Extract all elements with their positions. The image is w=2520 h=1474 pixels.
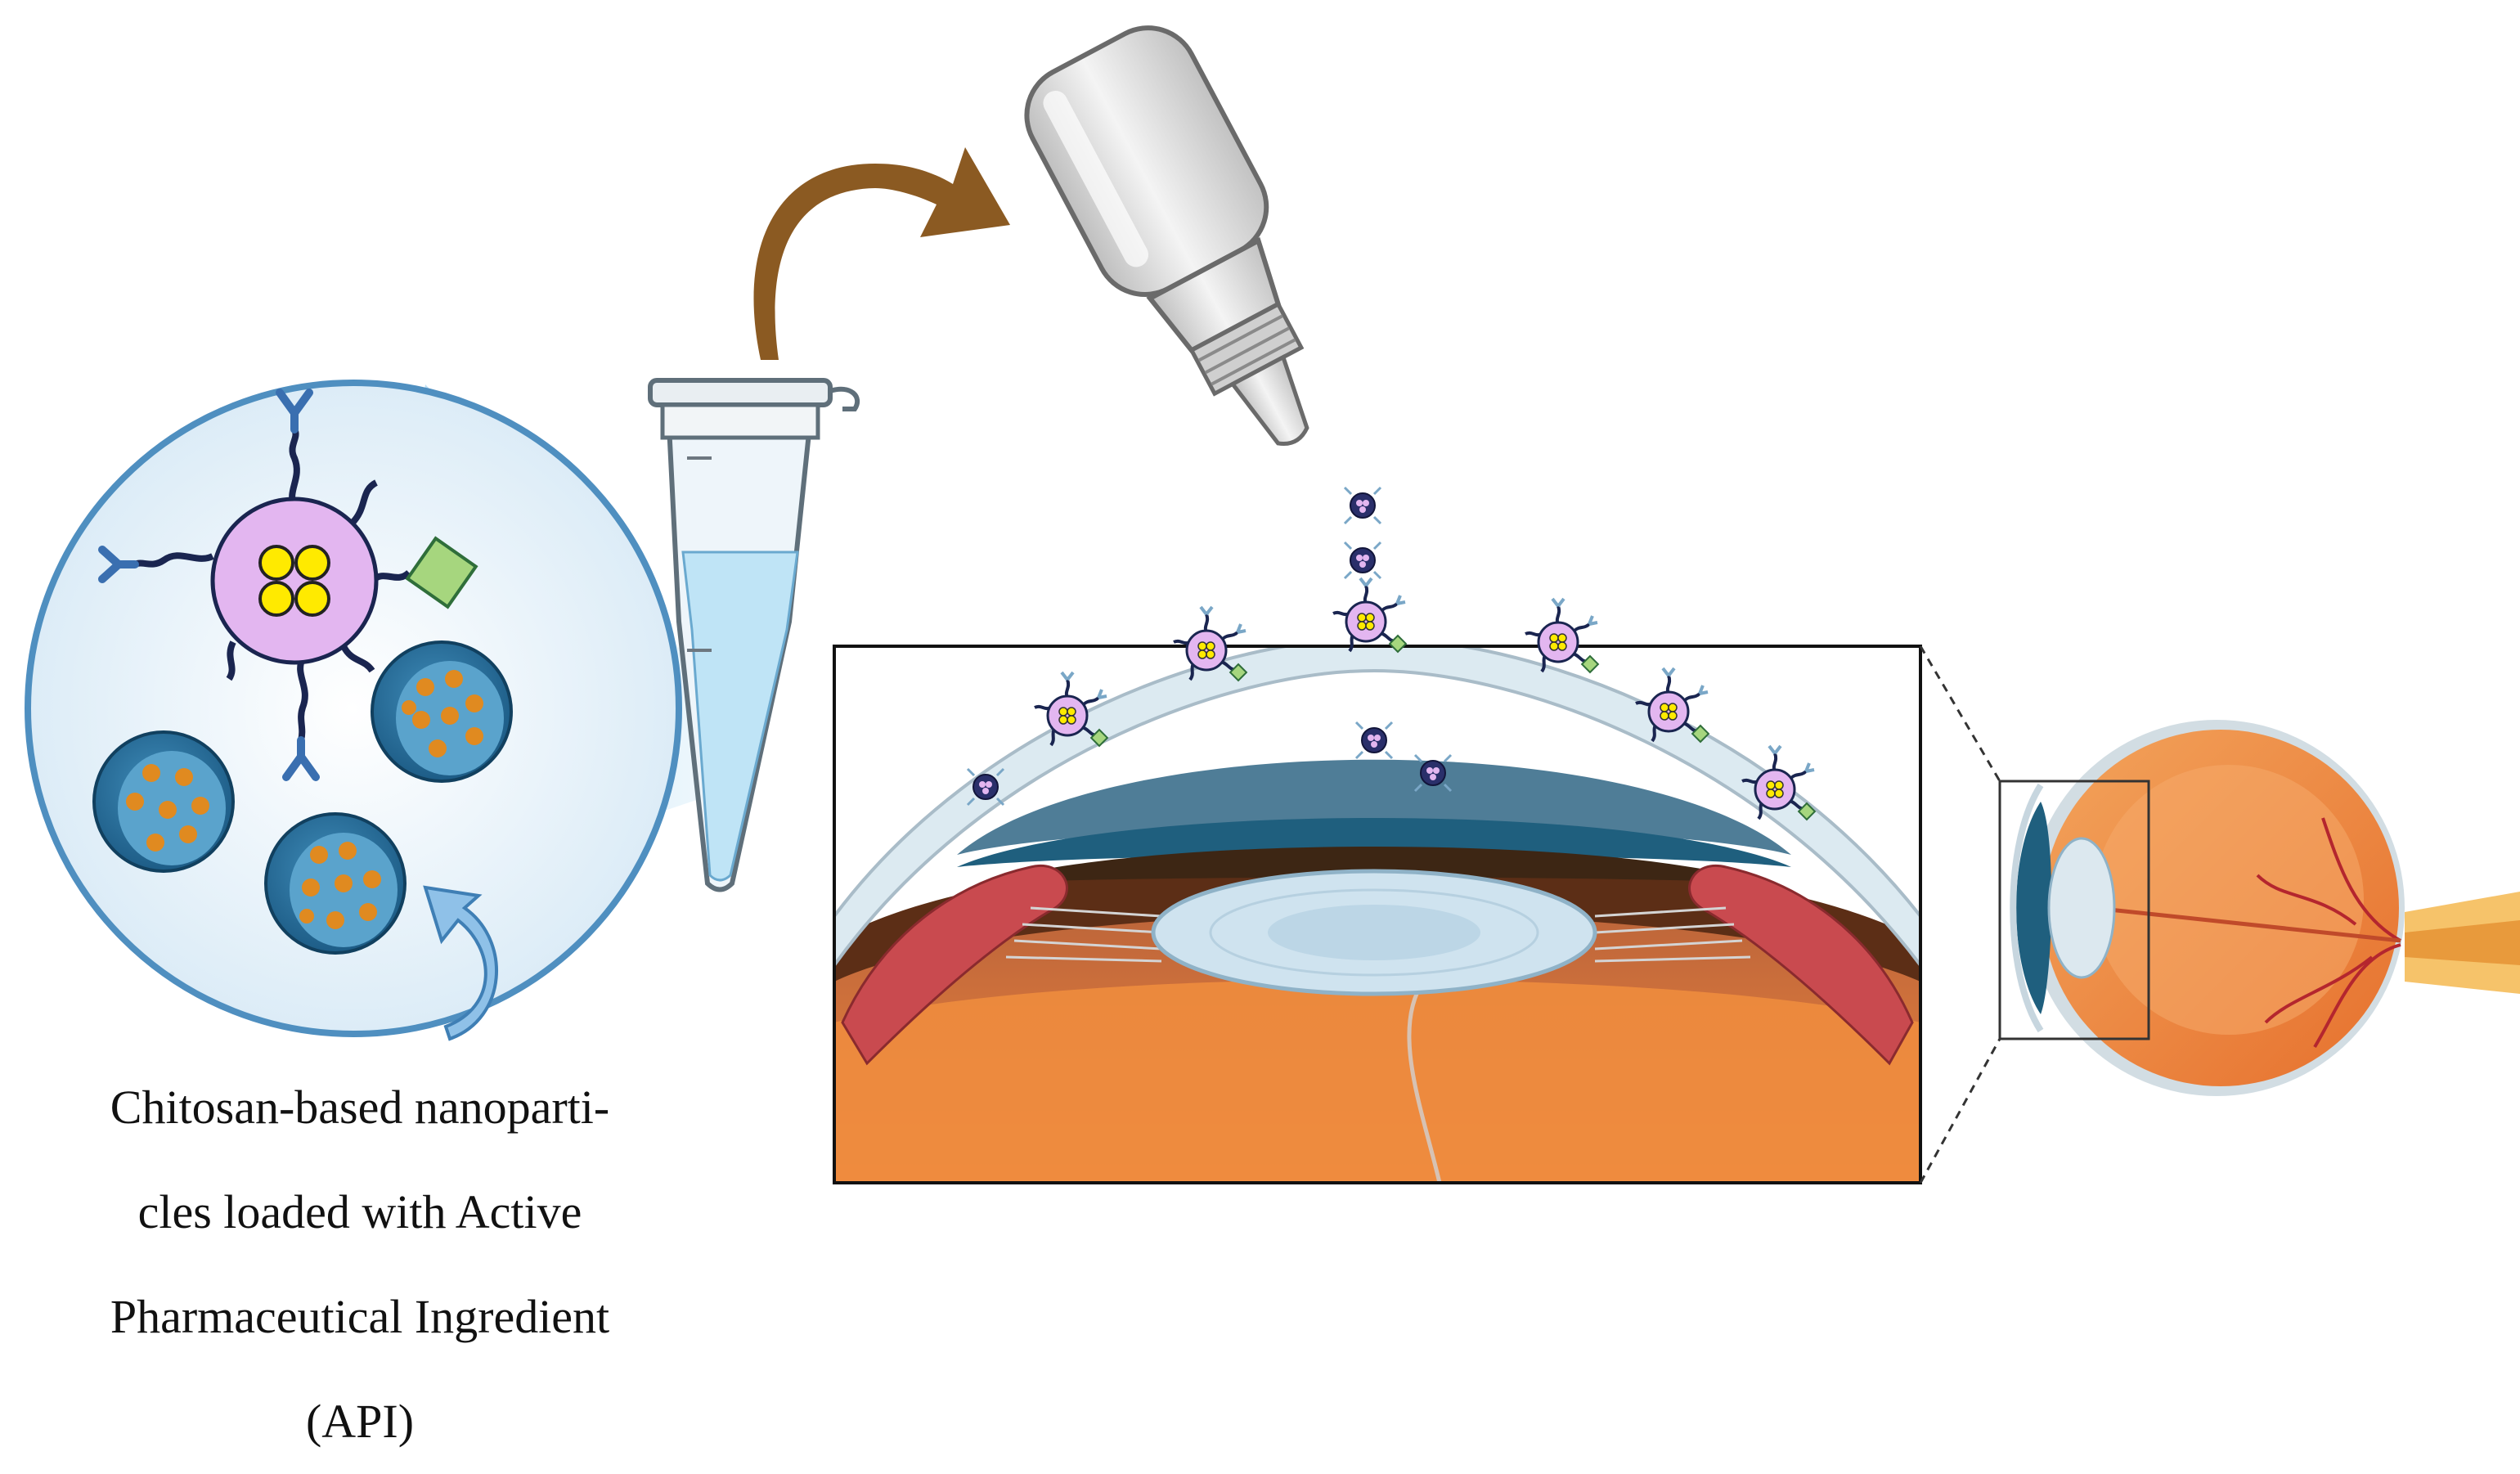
eye-drop-bottle-icon	[1024, 25, 1309, 446]
rotate-arrow-icon	[423, 885, 498, 1041]
chitosan-nanoparticle-icon	[92, 730, 235, 873]
caption-line: Chitosan-based nanoparti-	[110, 1081, 610, 1134]
chitosan-nanoparticle-icon	[264, 812, 407, 955]
zoom-line	[1919, 645, 2001, 782]
zoom-circle	[25, 380, 682, 1037]
caption-line: (API)	[305, 1395, 415, 1448]
nanoparticle-caption: Chitosan-based nanoparti- cles loaded wi…	[25, 1055, 695, 1474]
whole-eye-icon	[1998, 720, 2520, 1096]
functionalized-nanoparticle-icon	[98, 389, 478, 781]
caption-line: Pharmaceutical Ingredient	[110, 1290, 610, 1343]
caption-line: cles loaded with Active	[137, 1185, 582, 1238]
curved-arrow-icon	[753, 147, 1010, 360]
chitosan-nanoparticle-icon	[371, 640, 513, 783]
zoom-line	[1919, 1038, 2001, 1184]
microtube-icon	[648, 378, 860, 892]
zoom-circle-icon	[25, 380, 740, 1037]
eye-anterior-section-icon	[833, 645, 1922, 1184]
